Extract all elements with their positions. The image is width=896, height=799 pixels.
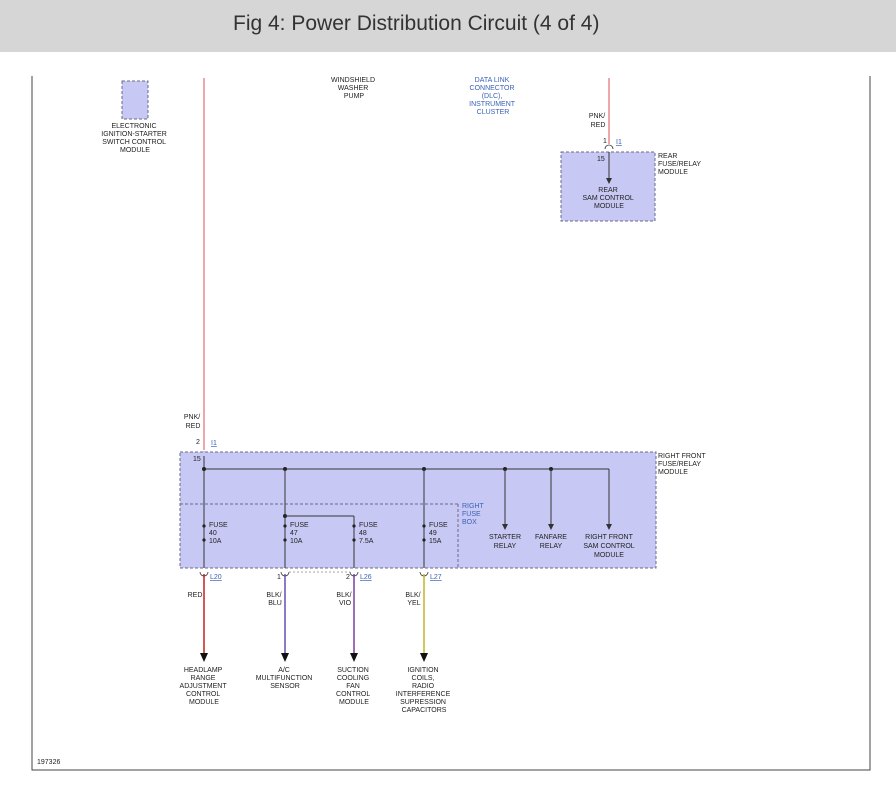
- rear-pin-top: 1: [603, 138, 607, 145]
- cooling-fan-module-label: SUCTION COOLING FAN CONTROL MODULE: [336, 667, 372, 706]
- output-arrow: [200, 653, 208, 662]
- front-module-side-label: RIGHT FRONT FUSE/RELAY MODULE: [658, 453, 708, 476]
- front-wire-color-label: PNK/ RED: [184, 414, 202, 430]
- rear-module-box: [560, 151, 656, 222]
- ignition-coils-label: IGNITION COILS, RADIO INTERFERENCE SUPRE…: [396, 667, 452, 714]
- output-arrow: [350, 653, 358, 662]
- output-pin-1: 1: [277, 574, 281, 581]
- bus-junction: [202, 467, 206, 471]
- output-wire-color-label: RED: [188, 592, 203, 599]
- eis-module-box: [121, 80, 149, 120]
- figure-id: 197326: [37, 759, 60, 766]
- rear-module-side-label: REAR FUSE/RELAY MODULE: [658, 153, 703, 176]
- eis-module-label: ELECTRONIC IGNITION-STARTER SWITCH CONTR…: [101, 123, 168, 154]
- output-arrow: [420, 653, 428, 662]
- rear-pin-inside: 15: [597, 156, 605, 163]
- rear-internal-arrow: [606, 178, 612, 184]
- front-connector-link[interactable]: I1: [211, 440, 217, 447]
- output-arrow: [281, 653, 289, 662]
- right-fuse-box-label: RIGHT FUSE BOX: [462, 503, 486, 526]
- output-wire-color-label: BLK/ VIO: [336, 592, 353, 607]
- front-pin-top: 2: [196, 439, 200, 446]
- output-connector-l20[interactable]: L20: [210, 574, 222, 581]
- output-pin-2: 2: [346, 574, 350, 581]
- wiring-diagram: ELECTRONIC IGNITION-STARTER SWITCH CONTR…: [0, 52, 896, 794]
- page-header: Fig 4: Power Distribution Circuit (4 of …: [0, 0, 896, 52]
- output-wire-color-label: BLK/ BLU: [266, 592, 283, 607]
- output-wire-color-label: BLK/ YEL: [405, 592, 422, 607]
- rear-connector-link[interactable]: I1: [616, 139, 622, 146]
- output-connector-l27[interactable]: L27: [430, 574, 442, 581]
- rear-sam-label: REAR SAM CONTROL MODULE: [582, 187, 635, 210]
- right-front-module-box: [179, 451, 657, 569]
- output-connector-l26[interactable]: L26: [360, 574, 372, 581]
- page-title: Fig 4: Power Distribution Circuit (4 of …: [233, 12, 600, 35]
- rear-connector-symbol: [604, 144, 614, 150]
- washer-pump-label: WINDSHIELD WASHER PUMP: [331, 77, 377, 100]
- diagram-frame: [31, 76, 871, 771]
- headlamp-module-label: HEADLAMP RANGE ADJUSTMENT CONTROL MODULE: [180, 667, 229, 706]
- dlc-label: DATA LINK CONNECTOR (DLC), INSTRUMENT CL…: [469, 77, 517, 116]
- rear-wire-color-label: PNK/ RED: [589, 113, 607, 129]
- ac-sensor-label: A/C MULTIFUNCTION SENSOR: [256, 667, 315, 690]
- front-pin-inside: 15: [193, 456, 201, 463]
